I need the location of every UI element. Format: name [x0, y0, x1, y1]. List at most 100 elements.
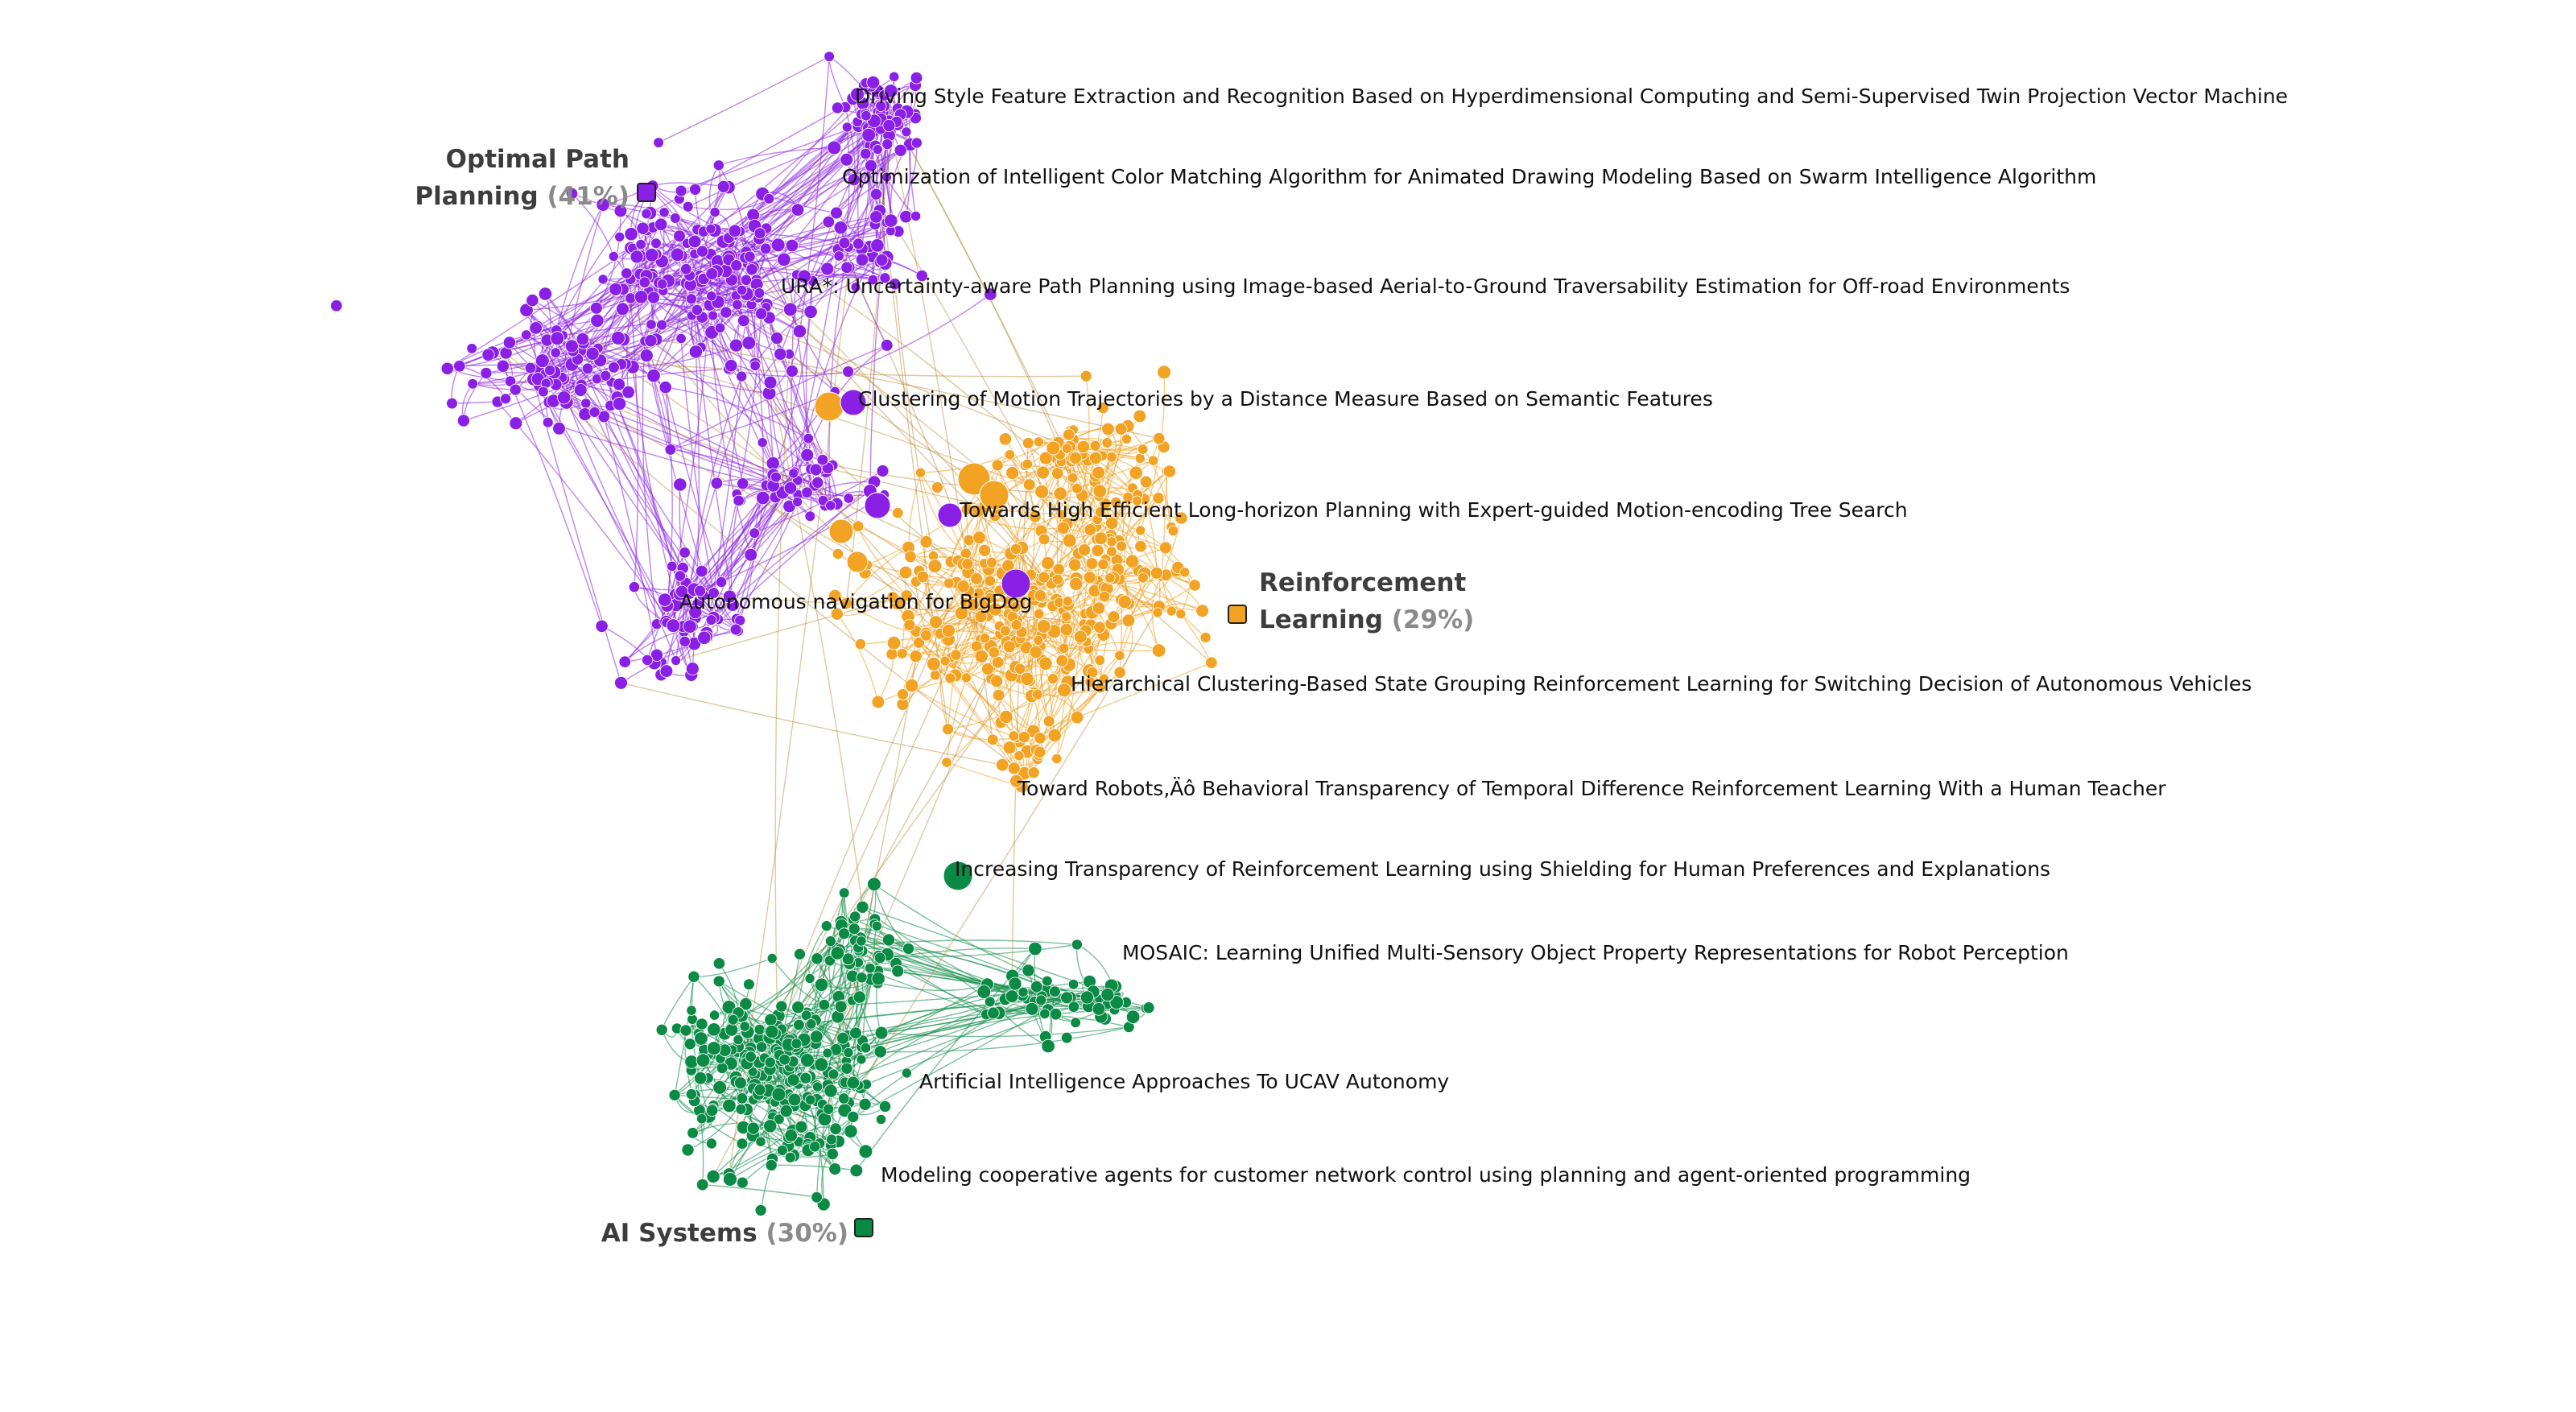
- paper-node: [1069, 576, 1084, 592]
- paper-node: [770, 237, 786, 253]
- citation-edge: [575, 350, 696, 590]
- paper-labels: Driving Style Feature Extraction and Rec…: [679, 85, 2288, 1187]
- paper-node: [1116, 540, 1127, 552]
- paper-node: [1101, 437, 1113, 448]
- paper-node: [635, 238, 646, 250]
- paper-node: [716, 180, 730, 193]
- paper-node: [834, 1000, 848, 1014]
- citation-edge: [596, 210, 621, 309]
- paper-node: [817, 494, 829, 506]
- paper-node: [822, 1047, 833, 1059]
- citation-edge: [670, 390, 836, 451]
- paper-node: [565, 187, 579, 200]
- citation-edge: [869, 259, 883, 492]
- paper-node: [1080, 370, 1092, 382]
- paper-node: [744, 250, 756, 263]
- paper-node: [843, 1047, 854, 1059]
- paper-node: [621, 267, 633, 279]
- paper-node: [630, 250, 644, 264]
- citation-edge: [497, 401, 674, 625]
- paper-node: [1151, 643, 1166, 658]
- paper-node: [847, 173, 861, 187]
- paper-node: [712, 1080, 727, 1095]
- paper-node: [705, 614, 717, 625]
- paper-node: [1042, 715, 1055, 728]
- paper-node: [774, 347, 787, 361]
- paper-node: [1030, 980, 1043, 993]
- paper-node: [816, 453, 829, 466]
- paper-node: [671, 655, 681, 666]
- paper-node: [891, 964, 905, 978]
- paper-node: [542, 416, 554, 428]
- paper-node: [875, 1113, 887, 1125]
- paper-node: [1046, 440, 1061, 456]
- paper-node: [867, 877, 881, 892]
- paper-node: [931, 481, 943, 493]
- paper-node: [1067, 979, 1080, 990]
- paper-node: [841, 122, 852, 133]
- paper-node: [830, 206, 843, 220]
- citation-edge: [665, 386, 809, 440]
- paper-node: [1106, 546, 1117, 557]
- paper-node: [870, 238, 885, 253]
- paper-node: [1038, 533, 1051, 546]
- paper-node: [874, 1026, 889, 1040]
- citation-edge: [844, 126, 850, 243]
- paper-node: [466, 343, 477, 354]
- paper-node: [729, 338, 743, 353]
- citation-edge: [1011, 443, 1029, 997]
- paper-node: [966, 598, 980, 612]
- paper-node: [886, 636, 902, 650]
- paper-node: [765, 1158, 778, 1171]
- paper-node: [875, 254, 889, 266]
- paper-node: [688, 605, 703, 619]
- paper-node: [811, 1191, 823, 1204]
- paper-node: [883, 84, 898, 98]
- paper-node: [1009, 774, 1023, 788]
- paper-node: [1058, 642, 1070, 654]
- paper-node: [865, 159, 877, 172]
- paper-node: [820, 920, 832, 932]
- citation-edge: [670, 448, 774, 476]
- paper-node: [990, 675, 1004, 688]
- paper-node: [675, 332, 687, 345]
- paper-node: [737, 477, 749, 490]
- paper-node: [658, 592, 672, 607]
- paper-node: [694, 584, 706, 597]
- paper-node: [760, 242, 772, 255]
- citation-edge: [652, 185, 735, 237]
- paper-node: [664, 444, 677, 456]
- paper-node: [791, 203, 805, 217]
- paper-node: [904, 550, 917, 564]
- paper-node: [803, 433, 814, 444]
- paper-node: [1061, 443, 1073, 454]
- paper-node: [696, 1178, 709, 1191]
- paper-node: [440, 361, 454, 375]
- paper-node: [755, 1136, 766, 1147]
- paper-node: [881, 171, 892, 183]
- paper-node: [581, 362, 594, 375]
- paper-node: [735, 1103, 747, 1115]
- paper-node: [1085, 557, 1099, 570]
- paper-node: [1067, 1001, 1080, 1013]
- citation-edge: [881, 981, 1090, 1034]
- paper-node: [1049, 1007, 1063, 1021]
- citation-edge: [946, 639, 981, 763]
- paper-node: [712, 975, 725, 988]
- paper-node: [824, 500, 836, 511]
- citation-edge: [563, 274, 641, 398]
- paper-node: [1035, 994, 1047, 1006]
- citation-edge: [877, 982, 988, 992]
- paper-node: [1033, 635, 1044, 646]
- citation-edge: [828, 467, 986, 506]
- paper-node: [1056, 521, 1070, 535]
- paper-node: [861, 127, 876, 142]
- paper-node: [747, 1067, 758, 1077]
- paper-node: [1051, 573, 1063, 585]
- paper-node: [779, 1104, 793, 1118]
- citation-edge: [1143, 498, 1158, 573]
- paper-node: [854, 638, 867, 650]
- paper-node: [639, 349, 654, 363]
- highlighted-paper-nodes: [814, 389, 1031, 891]
